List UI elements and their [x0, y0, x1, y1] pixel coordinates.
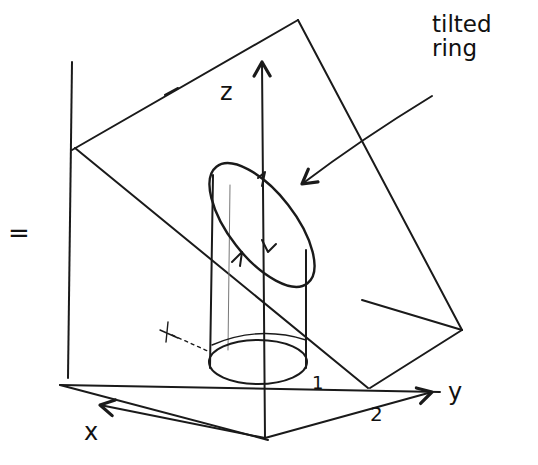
plane-edge: [72, 20, 298, 150]
ring-arrow: [262, 240, 276, 252]
cylinder-hatch: [228, 185, 230, 350]
callout-leader: [302, 96, 432, 184]
plane-edge: [68, 62, 72, 378]
hidden-line: [172, 335, 210, 352]
tick-mark: [165, 88, 178, 95]
tick-mark: [160, 322, 178, 342]
plane-edge: [298, 20, 462, 330]
dimension-number: 2: [370, 404, 383, 425]
axis-label: z: [220, 80, 233, 105]
cylinder-base-back: [212, 334, 306, 345]
x-axis: [100, 405, 265, 438]
tilted-ring: [190, 146, 333, 303]
cylinder-base: [209, 340, 307, 384]
axis-label: y: [448, 380, 462, 405]
ring-arrow: [232, 252, 242, 266]
cylinder-side: [305, 250, 307, 368]
y-axis: [265, 392, 432, 438]
z-axis: [262, 62, 265, 438]
floor-edge: [60, 385, 440, 392]
callout-label: tilted ring: [432, 12, 532, 60]
axis-label: x: [84, 420, 98, 445]
dimension-number: 1: [312, 374, 323, 393]
equals-mark: =: [8, 220, 30, 247]
plane-diagonal: [75, 148, 368, 388]
ring-arrow: [258, 172, 265, 186]
plane-edge: [362, 300, 462, 330]
